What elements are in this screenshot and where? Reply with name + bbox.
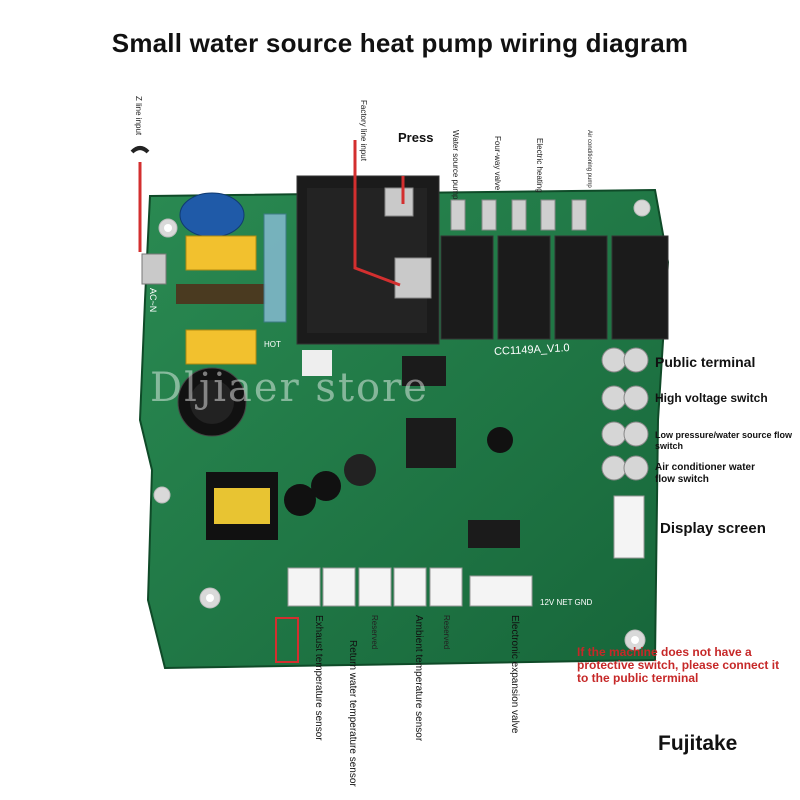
relay-2 bbox=[497, 235, 551, 340]
board-ac-n-text: AC~N bbox=[148, 288, 158, 313]
label-public-terminal: Public terminal bbox=[655, 354, 756, 370]
brand-name: Fujitake bbox=[658, 732, 738, 755]
diagram-title: Small water source heat pump wiring diag… bbox=[111, 28, 689, 58]
label-ac-water-flow-switch: Air conditioner water flow switch bbox=[655, 462, 756, 485]
board-hot-text: HOT bbox=[264, 340, 281, 349]
protective-switch-note: If the machine does not have a protectiv… bbox=[577, 645, 780, 685]
label-press: Press bbox=[398, 130, 434, 145]
label-z-line-input: Z line input bbox=[134, 96, 143, 136]
label-water-source-pump: Water source pump bbox=[451, 130, 460, 200]
label-reserved-2: Reserved bbox=[442, 615, 451, 650]
label-return-water-sensor: Return water temperature sensor bbox=[347, 640, 358, 787]
label-exhaust-sensor: Exhaust temperature sensor bbox=[313, 615, 324, 741]
label-expansion-valve: Electronic expansion valve bbox=[509, 615, 520, 734]
label-high-voltage-switch: High voltage switch bbox=[655, 391, 768, 405]
watermark: Dljiaer store bbox=[150, 365, 429, 411]
relay-4 bbox=[611, 235, 669, 340]
label-reserved-1: Reserved bbox=[370, 615, 379, 650]
relay-1 bbox=[440, 235, 494, 340]
label-factory-line-input: Factory line input bbox=[359, 100, 368, 161]
label-ac-pump: Air conditioning pump bbox=[586, 130, 592, 188]
label-electric-heating: Electric heating bbox=[535, 138, 544, 193]
label-low-pressure-switch: Low pressure/water source flow switch bbox=[655, 430, 793, 451]
board-terminal-text: 12V NET GND bbox=[540, 598, 593, 607]
label-display-screen: Display screen bbox=[660, 520, 766, 537]
label-four-way-valve: Four-way valve bbox=[493, 136, 502, 191]
relay-3 bbox=[554, 235, 608, 340]
label-ambient-sensor: Ambient temperature sensor bbox=[413, 615, 424, 742]
